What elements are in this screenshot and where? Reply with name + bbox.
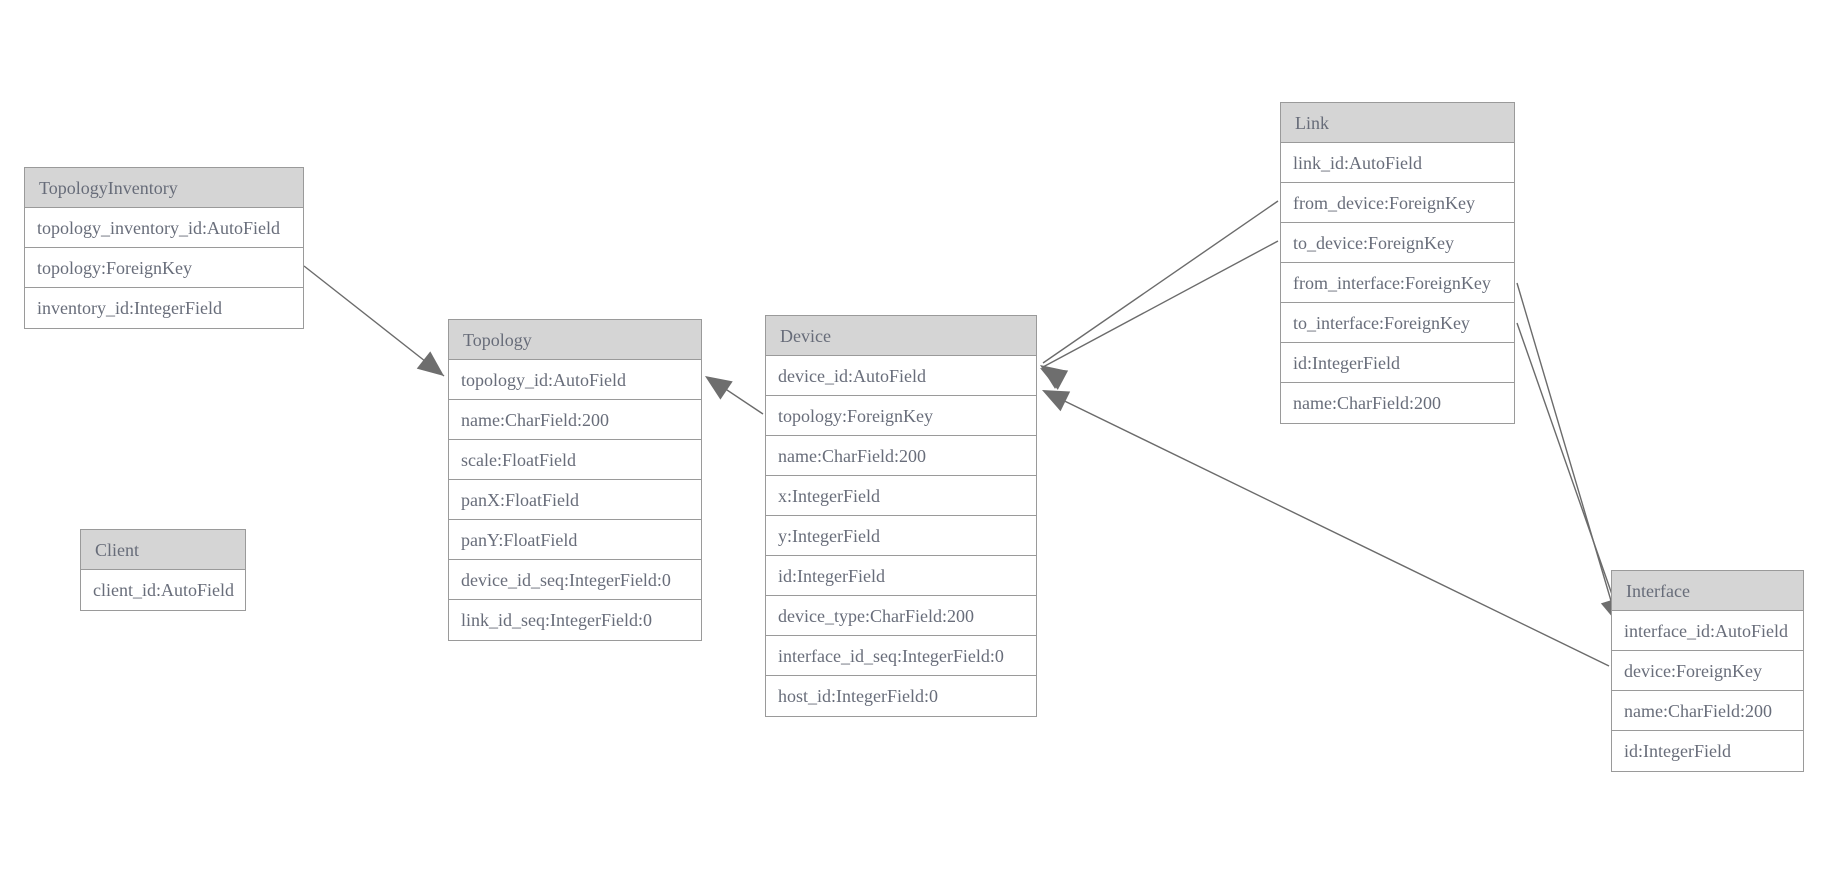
field-row: host_id:IntegerField:0	[778, 686, 938, 706]
field-row: name:CharField:200	[449, 400, 701, 440]
field-row: inventory_id:IntegerField	[37, 298, 222, 318]
entity-title-client: Client	[81, 530, 245, 570]
relation-line	[303, 265, 445, 377]
field-row: from_device:ForeignKey	[1281, 183, 1514, 223]
field-row: topology:ForeignKey	[766, 396, 1036, 436]
relation-arrowhead	[1040, 368, 1069, 390]
field-row: y:IntegerField	[766, 516, 1036, 556]
relation-arrowhead	[1042, 390, 1071, 412]
relation-line	[1516, 282, 1618, 622]
field-row: topology_id:AutoField	[449, 360, 701, 400]
field-row: link_id_seq:IntegerField:0	[461, 610, 652, 630]
relation-line	[1045, 391, 1610, 667]
field-row: device_id:AutoField	[766, 356, 1036, 396]
field-row: to_interface:ForeignKey	[1281, 303, 1514, 343]
entity-title-interface: Interface	[1612, 571, 1803, 611]
field-row: x:IntegerField	[766, 476, 1036, 516]
relation-line	[708, 377, 764, 415]
field-row: device_id_seq:IntegerField:0	[449, 560, 701, 600]
field-row: panY:FloatField	[449, 520, 701, 560]
field-row: name:CharField:200	[1612, 691, 1803, 731]
field-row: id:IntegerField	[1624, 741, 1731, 761]
relation-line	[1042, 240, 1279, 368]
field-row: id:IntegerField	[766, 556, 1036, 596]
field-row: id:IntegerField	[1281, 343, 1514, 383]
relation-arrowhead	[416, 351, 444, 376]
field-row: from_interface:ForeignKey	[1281, 263, 1514, 303]
field-row: scale:FloatField	[449, 440, 701, 480]
field-row: panX:FloatField	[449, 480, 701, 520]
relation-arrowhead	[705, 376, 733, 400]
field-row: interface_id:AutoField	[1612, 611, 1803, 651]
relation-topologyinventory-topology	[303, 265, 445, 377]
relation-line	[1516, 322, 1623, 624]
field-row: name:CharField:200	[1293, 393, 1441, 413]
relation-arrowhead	[1040, 365, 1068, 389]
relation-device-topology	[705, 376, 764, 415]
relation-line	[1042, 200, 1279, 364]
field-row: client_id:AutoField	[93, 580, 234, 600]
relation-link-fromdevice-device	[1040, 200, 1279, 389]
entity-title-topology_inventory: TopologyInventory	[25, 168, 303, 208]
field-row: interface_id_seq:IntegerField:0	[766, 636, 1036, 676]
field-row: name:CharField:200	[766, 436, 1036, 476]
entity-fields-client: client_id:AutoField	[81, 570, 245, 610]
field-row: topology:ForeignKey	[25, 248, 303, 288]
field-row: topology_inventory_id:AutoField	[25, 208, 303, 248]
field-row: link_id:AutoField	[1281, 143, 1514, 183]
entity-title-topology: Topology	[449, 320, 701, 360]
entity-client[interactable]: Client client_id:AutoField	[80, 529, 246, 611]
entity-title-link: Link	[1281, 103, 1514, 143]
field-row: to_device:ForeignKey	[1281, 223, 1514, 263]
field-row: device:ForeignKey	[1612, 651, 1803, 691]
field-row: device_type:CharField:200	[766, 596, 1036, 636]
entity-title-device: Device	[766, 316, 1036, 356]
relation-link-todevice-device	[1040, 240, 1279, 390]
